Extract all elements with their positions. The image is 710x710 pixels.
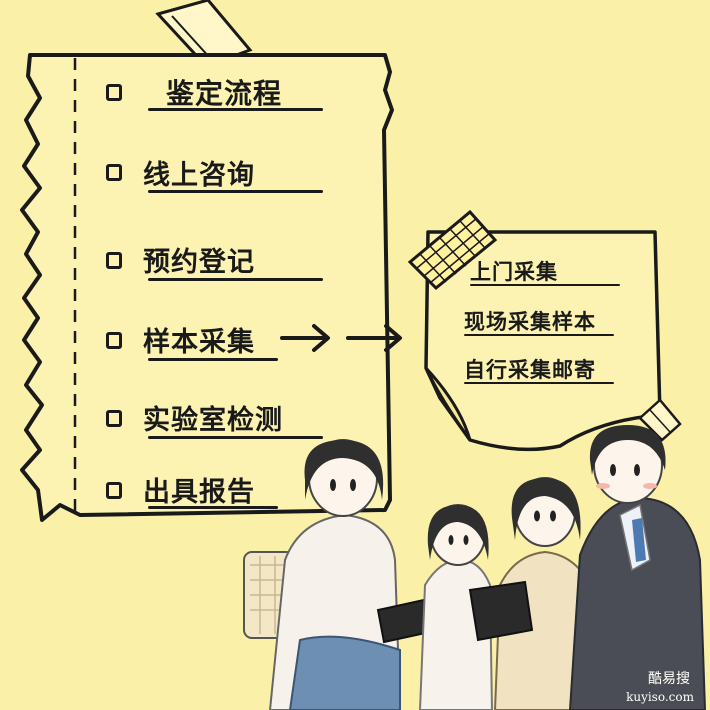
- underline: [148, 278, 323, 281]
- watermark-text: 酷易搜: [648, 671, 690, 687]
- sub-note-paper: [424, 230, 662, 452]
- tape-small: [638, 398, 682, 442]
- tape-top: [155, 0, 253, 68]
- underline: [464, 334, 614, 336]
- sub-item-home-collection: 上门采集: [470, 260, 558, 284]
- sub-item-onsite-collection: 现场采集样本: [464, 310, 596, 334]
- sub-item-self-collection-mail: 自行采集邮寄: [464, 358, 596, 382]
- checklist-item-appointment: 预约登记: [143, 247, 255, 278]
- family-illustration: [243, 425, 707, 710]
- checkbox-icon[interactable]: [106, 410, 122, 427]
- watermark-url: kuyiso.com: [626, 690, 694, 704]
- arrow-right-icon: [280, 324, 330, 352]
- underline: [148, 190, 323, 193]
- underline: [148, 358, 278, 361]
- checkbox-icon[interactable]: [106, 482, 122, 499]
- checklist-item-lab-test: 实验室检测: [143, 405, 283, 436]
- checklist-title: 鉴定流程: [166, 77, 283, 110]
- checklist-item-report: 出具报告: [143, 477, 255, 508]
- checklist-item-online-consult: 线上咨询: [143, 160, 255, 191]
- checklist-item-sample-collection: 样本采集: [143, 327, 255, 358]
- underline: [464, 382, 614, 384]
- checkbox-icon[interactable]: [106, 164, 122, 181]
- checkbox-icon[interactable]: [106, 252, 122, 269]
- underline: [470, 284, 620, 286]
- underline: [148, 108, 323, 111]
- underline: [148, 506, 278, 509]
- checkbox-icon[interactable]: [106, 84, 122, 101]
- underline: [148, 436, 323, 439]
- tape-checkered: [407, 209, 498, 291]
- arrow-right-icon: [346, 324, 402, 352]
- checkbox-icon[interactable]: [106, 332, 122, 349]
